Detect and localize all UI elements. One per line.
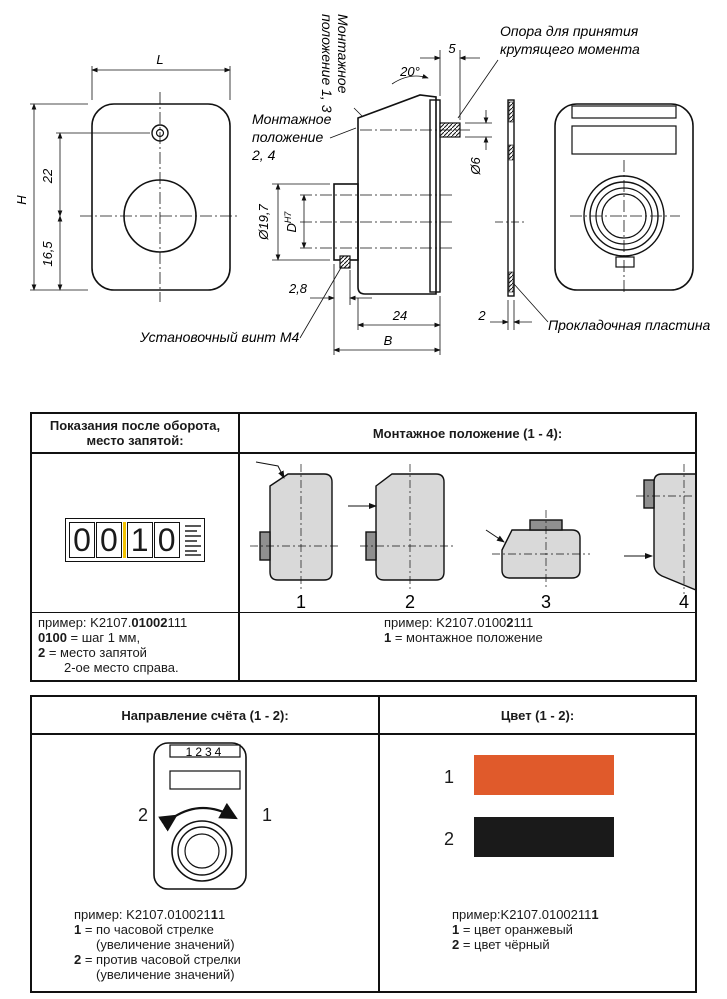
dim-20deg: 20°: [399, 64, 420, 79]
table1-header-left: Показания после оборота, место запятой:: [49, 418, 221, 448]
technical-drawing: L H 22 16,5: [14, 14, 711, 355]
direction-diagram: 1234: [153, 742, 247, 890]
direction-side-left: 2: [138, 805, 149, 825]
table2-header-left: Направление счёта (1 - 2):: [121, 708, 289, 723]
color-swatch-black: [474, 817, 614, 857]
dim-19-7: Ø19,7: [256, 204, 271, 241]
dim-5: 5: [448, 41, 456, 56]
label-support-b: крутящего момента: [500, 41, 640, 57]
position-1-diagram: [250, 461, 340, 590]
table2-header-right: Цвет (1 - 2):: [500, 708, 575, 723]
table1-right-notes: пример: K2107.01002111 1 = монтажное пол…: [384, 615, 543, 645]
label-setscrew: Установочный винт М4: [139, 329, 300, 345]
mounting-positions: 1 2 3 4: [250, 461, 695, 612]
position-4-diagram: [624, 464, 695, 594]
counter-digit-1: 0: [69, 522, 95, 558]
table1-col-divider: [238, 414, 240, 680]
position-label-1: 1: [296, 592, 306, 612]
scale-ticks: [184, 525, 201, 556]
back-view: [554, 103, 694, 295]
label-support-a: Опора для принятия: [500, 23, 639, 39]
table-direction-color: Направление счёта (1 - 2): Цвет (1 - 2):…: [30, 695, 697, 993]
direction-side-right: 1: [262, 805, 273, 825]
table1-header-right: Монтажное положение (1 - 4):: [372, 426, 563, 441]
side-dimensions: [272, 50, 499, 355]
label-mount-24-c: 2, 4: [251, 147, 276, 163]
window-digits: 1234: [186, 745, 225, 759]
front-view: [80, 92, 240, 302]
plate-view: [490, 99, 549, 330]
comma-marker: [122, 522, 126, 558]
dim-24: 24: [392, 308, 407, 323]
position-2-diagram: [348, 464, 454, 590]
front-dimensions: [30, 66, 231, 291]
dim-22: 22: [40, 168, 55, 184]
label-mount-24-b: положение: [252, 129, 323, 145]
label-mount-13-b: положение 1, 3: [319, 14, 335, 113]
label-plate: Прокладочная пластина: [548, 317, 711, 333]
table2-right-notes: пример:K2107.01002111 1 = цвет оранжевый…: [452, 907, 599, 952]
side-view: [300, 94, 470, 295]
dim-H: H: [14, 195, 29, 205]
dim-D: DH7: [283, 211, 299, 233]
color-label-1: 1: [444, 767, 455, 787]
table-counter-mounting: Показания после оборота, место запятой: …: [30, 412, 697, 682]
table2-col-divider: [378, 697, 380, 991]
position-label-3: 3: [541, 592, 551, 612]
counter-readout: 0 0 1 0: [65, 518, 205, 562]
position-label-4: 4: [679, 592, 689, 612]
position-3-diagram: [485, 510, 590, 590]
dim-B: B: [384, 333, 393, 348]
dim-L: L: [156, 52, 163, 67]
dim-6: Ø6: [468, 157, 483, 176]
dim-2: 2: [477, 308, 486, 323]
dim-2-8: 2,8: [288, 281, 308, 296]
table1-left-notes: пример: K2107.01002111 0100 = шаг 1 мм, …: [38, 615, 188, 675]
dim-16-5: 16,5: [40, 241, 55, 267]
counter-digit-4: 0: [153, 522, 180, 558]
table1-row-divider-1: [32, 452, 695, 454]
color-swatch-orange: [474, 755, 614, 795]
counter-digit-3: 1: [126, 522, 153, 558]
label-mount-24-a: Монтажное: [252, 111, 332, 127]
color-label-2: 2: [444, 829, 455, 849]
label-mount-13-a: Монтажное: [335, 14, 351, 94]
table2-row-divider: [32, 733, 695, 735]
counter-digit-2: 0: [95, 522, 122, 558]
table2-left-notes: пример: K2107.01002111 1 = по часовой ст…: [74, 907, 241, 982]
table1-row-divider-2: [32, 612, 695, 613]
position-label-2: 2: [405, 592, 415, 612]
